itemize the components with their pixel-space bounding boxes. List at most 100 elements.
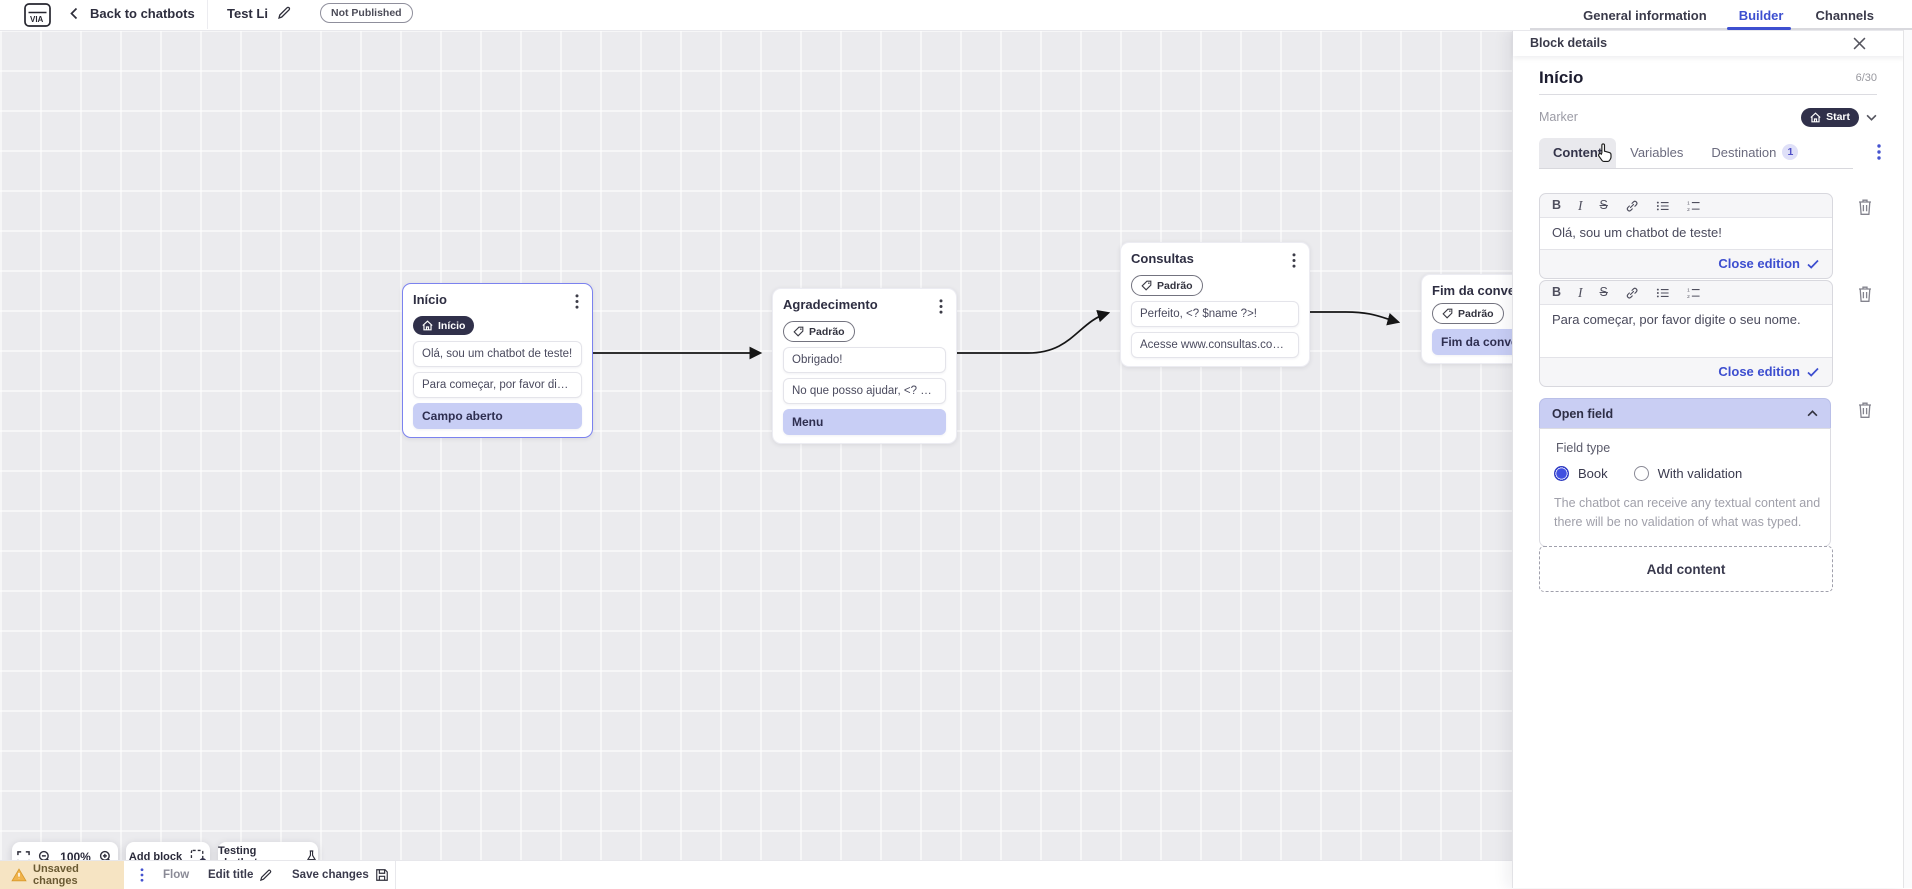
unsaved-changes-badge: Unsaved changes: [0, 861, 124, 889]
warning-icon: [11, 868, 27, 882]
tab-destination[interactable]: Destination 1: [1697, 137, 1812, 168]
open-field-header[interactable]: Open field: [1539, 398, 1831, 428]
chatbot-title[interactable]: Test Li: [227, 5, 268, 21]
back-chevron-icon: [70, 7, 78, 20]
block-title: Consultas: [1131, 251, 1194, 266]
app-logo[interactable]: VIA: [24, 3, 51, 27]
marker-label: Início: [438, 319, 466, 332]
chevron-up-icon: [1807, 410, 1818, 417]
top-bar: VIA Back to chatbots Test Li Not Publish…: [0, 0, 1912, 31]
editor-text-input[interactable]: Para começar, por favor digite o seu nom…: [1540, 304, 1832, 358]
italic-icon[interactable]: I: [1578, 197, 1583, 213]
check-icon: [1807, 259, 1819, 269]
block-row[interactable]: Para começar, por favor digite o ...: [413, 372, 582, 398]
open-field-title: Open field: [1552, 406, 1614, 421]
trash-icon[interactable]: [1857, 198, 1873, 216]
tag-pill: Padrão: [1131, 275, 1203, 296]
edit-title-button[interactable]: Edit title: [208, 861, 272, 889]
kebab-menu-icon[interactable]: [936, 297, 946, 316]
radio-option-with-validation[interactable]: With validation: [1633, 466, 1742, 481]
tag-label: Padrão: [1458, 307, 1494, 320]
block-row[interactable]: Perfeito, <? $name ?>!: [1131, 301, 1299, 327]
kebab-menu-icon[interactable]: [572, 292, 582, 311]
flow-view-label[interactable]: Flow: [163, 869, 190, 881]
tag-pill: Padrão: [783, 321, 855, 342]
tab-builder-underline: [1727, 27, 1791, 30]
block-row[interactable]: Obrigado!: [783, 347, 946, 373]
bold-icon[interactable]: B: [1552, 198, 1562, 213]
start-marker-pill: Início: [413, 316, 475, 335]
block-row[interactable]: No que posso ajudar, <? $name ...: [783, 378, 946, 404]
tab-general-information[interactable]: General information: [1583, 7, 1707, 23]
marker-label: Marker: [1539, 110, 1578, 124]
link-icon[interactable]: [1625, 199, 1639, 213]
start-marker-pill: Start: [1801, 107, 1859, 127]
radio-selected[interactable]: [1554, 466, 1569, 481]
save-icon: [375, 868, 389, 882]
bullet-list-icon[interactable]: [1656, 200, 1670, 212]
block-name-input[interactable]: Início: [1539, 68, 1584, 87]
browser-scrollbar-gutter[interactable]: [1903, 30, 1912, 888]
block-row-open-field[interactable]: Campo aberto: [413, 403, 582, 429]
block-row-menu[interactable]: Menu: [783, 409, 946, 435]
trash-icon[interactable]: [1857, 401, 1873, 419]
flow-block-inicio[interactable]: Início Início Olá, sou um chatbot de tes…: [402, 283, 593, 438]
tag-label: Padrão: [1157, 279, 1193, 292]
close-edition-button[interactable]: Close edition: [1540, 358, 1832, 386]
unsaved-changes-label: Unsaved changes: [33, 863, 79, 887]
flow-block-agradecimento[interactable]: Agradecimento Padrão Obrigado! No que po…: [772, 288, 957, 444]
marker-select[interactable]: Start: [1801, 107, 1877, 127]
tab-channels[interactable]: Channels: [1815, 7, 1874, 23]
edit-pencil-icon[interactable]: [277, 6, 291, 20]
fullscreen-icon[interactable]: [17, 850, 30, 864]
home-icon: [422, 320, 433, 331]
close-edition-button[interactable]: Close edition: [1540, 250, 1832, 278]
block-title: Agradecimento: [783, 297, 878, 312]
open-field-section: Open field Field type Book With validati…: [1539, 398, 1831, 547]
back-to-chatbots-button[interactable]: Back to chatbots: [70, 0, 195, 26]
edit-pencil-icon: [259, 869, 272, 882]
tab-builder[interactable]: Builder: [1738, 7, 1784, 23]
flow-block-consultas[interactable]: Consultas Padrão Perfeito, <? $name ?>! …: [1120, 242, 1310, 367]
close-icon[interactable]: [1853, 37, 1866, 50]
open-field-body: Field type Book With validation The chat…: [1539, 428, 1831, 547]
svg-text:2: 2: [1687, 207, 1690, 212]
bold-icon[interactable]: B: [1552, 285, 1562, 300]
italic-icon[interactable]: I: [1578, 284, 1583, 300]
save-changes-button[interactable]: Save changes: [292, 861, 389, 889]
tab-variables[interactable]: Variables: [1630, 145, 1684, 160]
block-row[interactable]: Olá, sou um chatbot de teste!: [413, 341, 582, 367]
tabs-underline-track: [1530, 28, 1912, 30]
field-type-description: The chatbot can receive any textual cont…: [1554, 496, 1821, 529]
kebab-menu-icon[interactable]: [1877, 144, 1881, 160]
field-type-options: Book With validation: [1554, 466, 1816, 481]
block-details-panel: Block details Início 6/30 Marker Start C…: [1512, 30, 1904, 888]
block-row[interactable]: Acesse www.consultas.com par...: [1131, 332, 1299, 358]
radio-option-book[interactable]: Book: [1554, 466, 1608, 481]
topbar-divider: [207, 0, 208, 29]
status-badge: Not Published: [320, 3, 413, 23]
marker-value: Start: [1826, 111, 1850, 123]
panel-title: Block details: [1530, 36, 1608, 50]
trash-icon[interactable]: [1857, 285, 1873, 303]
tag-icon: [1141, 280, 1152, 291]
tab-content[interactable]: Content: [1539, 138, 1617, 168]
svg-text:VIA: VIA: [30, 15, 44, 24]
flow-edges: [593, 309, 1401, 360]
statusbar-kebab-icon[interactable]: [140, 861, 144, 889]
radio-unselected[interactable]: [1633, 466, 1649, 481]
flow-canvas[interactable]: Início Início Olá, sou um chatbot de tes…: [0, 30, 1611, 888]
check-icon: [1807, 367, 1819, 377]
tag-icon: [1442, 308, 1453, 319]
strikethrough-icon[interactable]: S: [1599, 285, 1608, 300]
bullet-list-icon[interactable]: [1656, 287, 1670, 299]
link-icon[interactable]: [1625, 286, 1639, 300]
kebab-menu-icon[interactable]: [1289, 251, 1299, 270]
add-content-button[interactable]: Add content: [1539, 546, 1833, 592]
editor-text-input[interactable]: Olá, sou um chatbot de teste!: [1540, 217, 1832, 250]
strikethrough-icon[interactable]: S: [1599, 198, 1608, 213]
